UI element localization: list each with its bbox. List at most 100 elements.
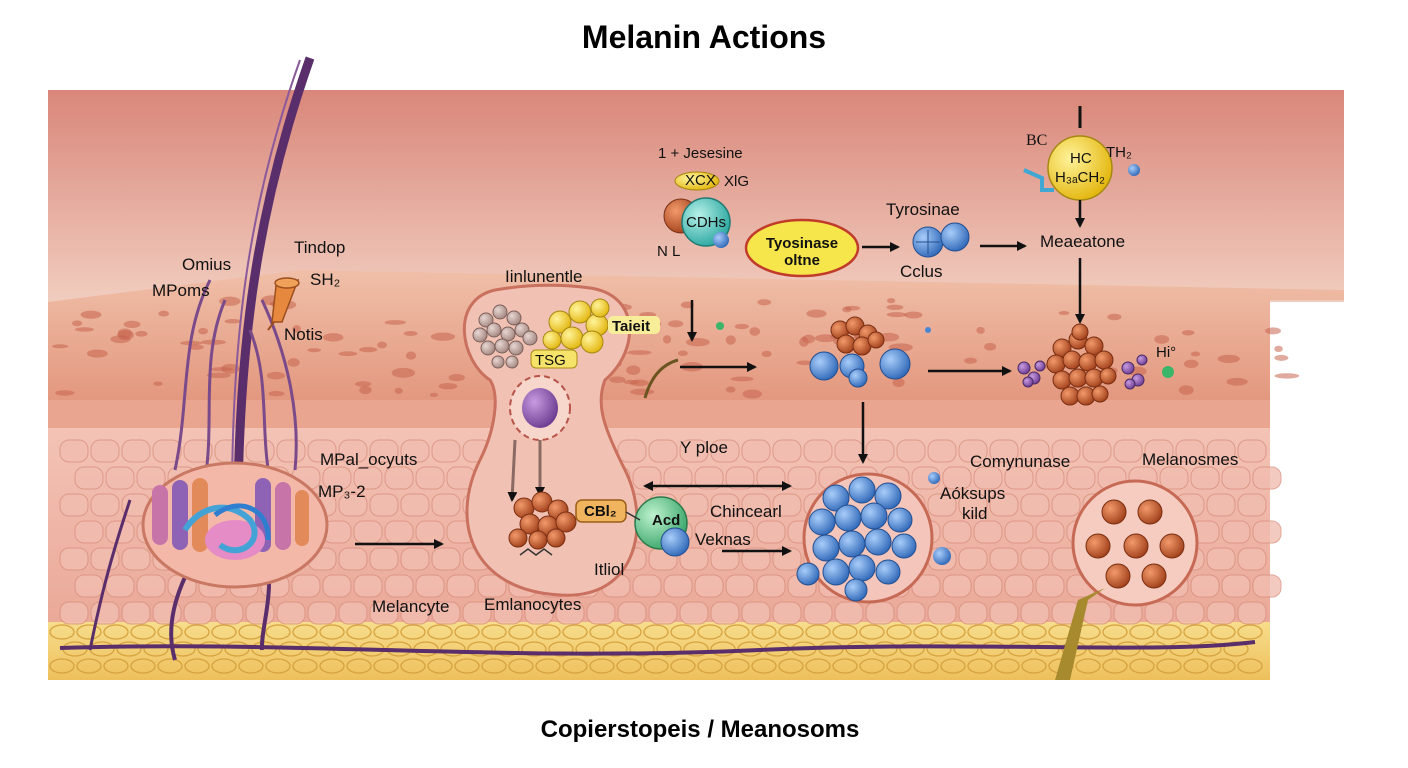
dermis-cell [927, 439, 957, 463]
dermis-cell [787, 466, 817, 490]
speckle [338, 351, 358, 357]
speckle [734, 323, 749, 330]
label-chincearl: Chincearl [710, 502, 782, 521]
dermis-cell [121, 547, 151, 571]
dermis-cell [322, 466, 352, 490]
dermis-cell [353, 574, 383, 598]
speckle [1274, 354, 1289, 361]
dermis-cell [648, 439, 678, 463]
speckle [1178, 385, 1194, 395]
melanin-granule [1159, 533, 1185, 559]
dermis-cell [803, 601, 833, 625]
purple-granule [1121, 361, 1135, 375]
speckle [680, 301, 694, 309]
speckle [892, 378, 905, 388]
green-dot [716, 322, 724, 330]
dermis-cell [772, 493, 802, 517]
fat-cell [76, 658, 102, 674]
speckle [623, 379, 640, 385]
dermis-cell [400, 493, 430, 517]
melanin-granule [555, 511, 577, 533]
dermis-cell [338, 493, 368, 517]
fat-cell [494, 641, 520, 657]
dermis-cell [958, 601, 988, 625]
speckle [377, 341, 387, 349]
label-th2: TH₂ [1106, 144, 1132, 161]
fat-cell [197, 641, 223, 657]
speckle [158, 310, 170, 317]
fat-cell [697, 658, 723, 674]
dermis-cell [121, 601, 151, 625]
fiber-hook [643, 358, 679, 399]
blue-granule [848, 554, 876, 582]
speckle [123, 320, 141, 328]
speckle [806, 309, 827, 318]
dermis-cell [1082, 439, 1112, 463]
fat-cell [751, 658, 777, 674]
dermis-cell [338, 547, 368, 571]
fat-cell [805, 658, 831, 674]
label-h3ch2: H₃ₐCH₂ [1055, 169, 1105, 186]
yellow-granule-cluster [542, 298, 610, 354]
fat-cell [967, 658, 993, 674]
label-notis: Notis [284, 325, 323, 344]
dermis-cell [431, 547, 461, 571]
blue-granule [875, 559, 901, 585]
speckle [206, 372, 231, 379]
fat-cell [602, 641, 628, 657]
speckle [71, 320, 83, 327]
dermis-cell [431, 439, 461, 463]
fat-cell [670, 624, 696, 640]
dermis-cell [1206, 439, 1236, 463]
label-kild: kild [962, 504, 988, 523]
dermis-cell [1190, 574, 1220, 598]
dermis-cell [1175, 439, 1205, 463]
blue-granule [848, 476, 876, 504]
dermis-cell [136, 574, 166, 598]
fat-cell [116, 641, 142, 657]
blue-granule [874, 482, 902, 510]
melanin-granule [1094, 350, 1114, 370]
fat-cell [1075, 658, 1101, 674]
fat-cell [710, 641, 736, 657]
dermis-cell [1020, 547, 1050, 571]
diagram-footer: Copierstopeis / Meanosoms [541, 716, 860, 743]
speckle [429, 392, 439, 397]
fat-cell [292, 624, 318, 640]
speckle [117, 328, 132, 339]
label-emlanocytes: Emlanocytes [484, 595, 581, 614]
speckle [976, 326, 985, 334]
fat-cell [440, 641, 466, 657]
taieit-tag [608, 316, 660, 334]
dermis-cell [1020, 439, 1050, 463]
fat-cell [886, 624, 912, 640]
hair-follicle [88, 56, 329, 661]
melanin-granule [1091, 385, 1109, 403]
dermis-cell [741, 493, 771, 517]
fat-cell [184, 658, 210, 674]
fat-cell [427, 624, 453, 640]
dermis-cell [617, 439, 647, 463]
dermis-cell [369, 601, 399, 625]
fat-cell [859, 658, 885, 674]
fat-cell [548, 641, 574, 657]
speckle [627, 350, 652, 355]
dermis-cell [617, 601, 647, 625]
fat-cell [967, 624, 993, 640]
fat-cell [49, 624, 75, 640]
dermis-cell [942, 520, 972, 544]
premelanosome [480, 340, 496, 356]
speckle [1274, 345, 1283, 353]
fat-cell [778, 624, 804, 640]
melanin-granule [1060, 386, 1080, 406]
speckle [268, 390, 285, 397]
fat-cell [103, 658, 129, 674]
fat-cell [508, 624, 534, 640]
speckle [188, 344, 204, 350]
premelanosome [508, 340, 524, 356]
melanin-granule [1137, 499, 1163, 525]
speckle [359, 385, 372, 395]
label-meaeatone: Meaeatone [1040, 232, 1125, 251]
blue-granule [796, 562, 820, 586]
blue-granule [808, 508, 836, 536]
